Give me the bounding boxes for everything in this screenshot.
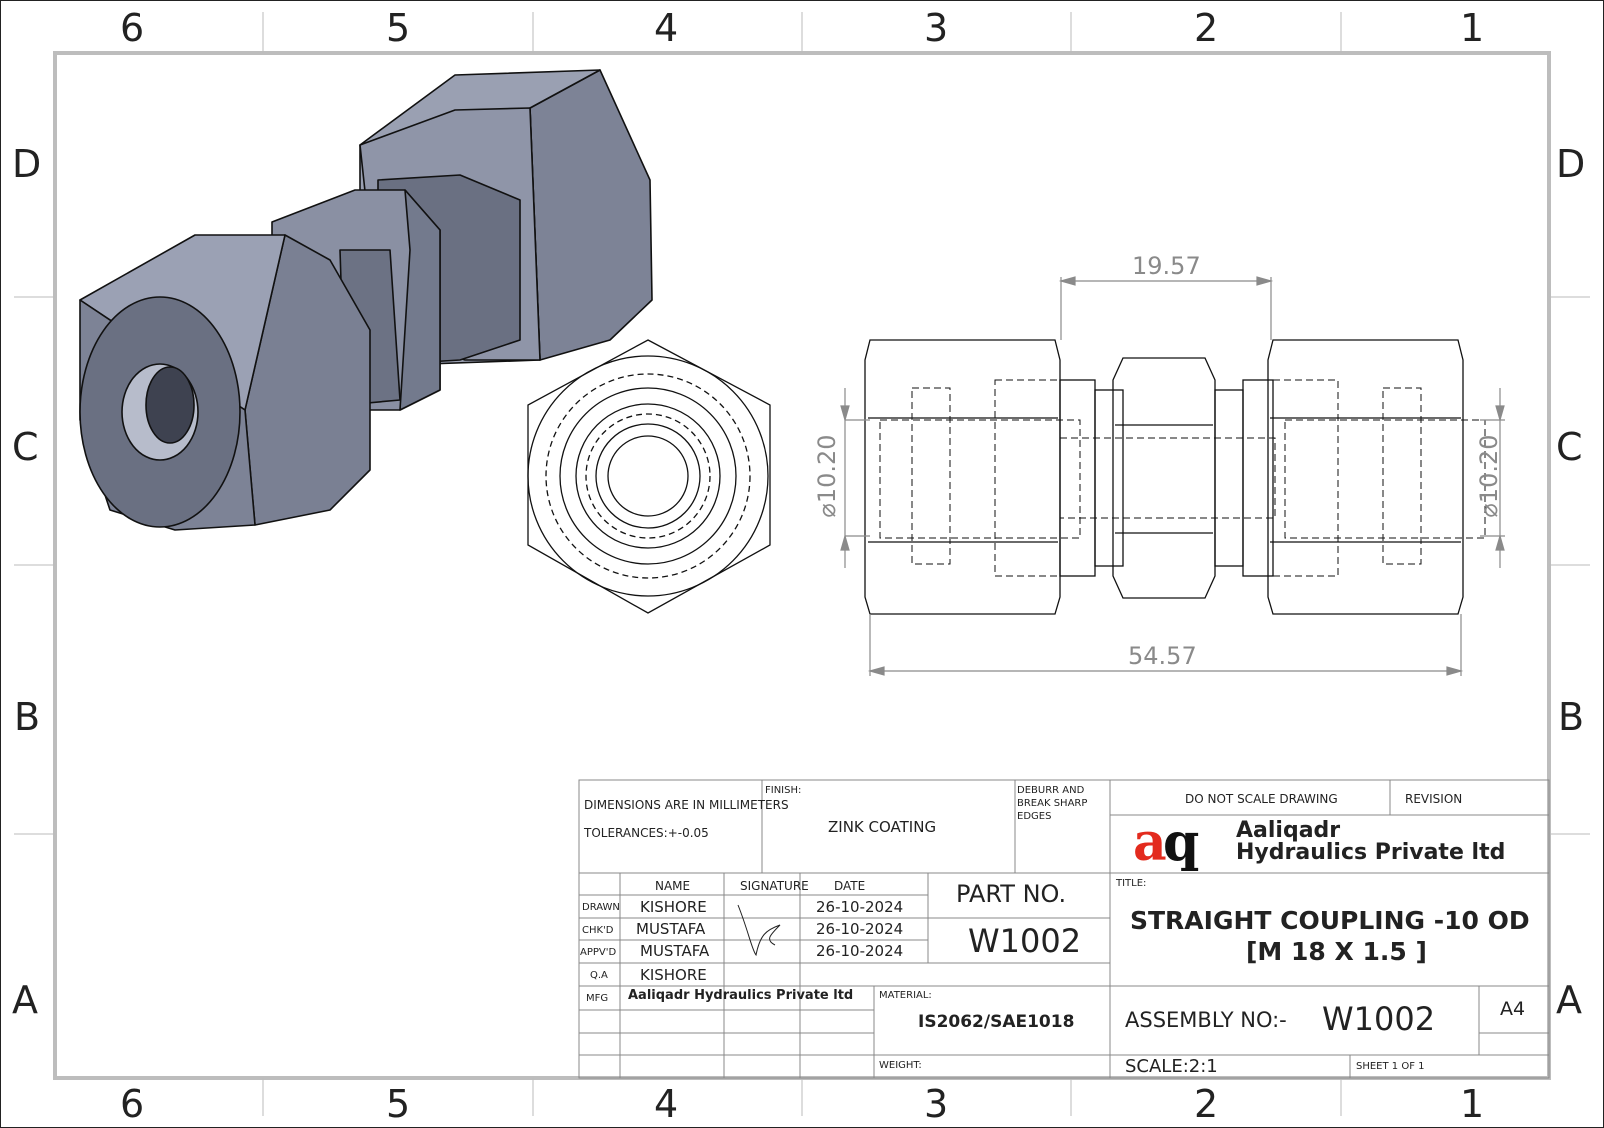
do-not-scale-note: DO NOT SCALE DRAWING [1185,792,1338,806]
zone-col-6-top: 6 [120,6,145,50]
sheet-size: A4 [1500,998,1526,1020]
deburr-line-3: EDGES [1017,811,1052,822]
dims-note: DIMENSIONS ARE IN MILLIMETERS [584,798,789,812]
dim-overall-length: 54.57 [1128,642,1197,670]
front-nut-bore-inner [145,366,195,444]
signature-mark [737,904,781,957]
row-name-qa: KISHORE [640,966,707,984]
mfg-label: MFG [586,993,609,1004]
row-date-approved: 26-10-2024 [816,942,904,960]
finish-value: ZINK COATING [828,818,937,836]
deburr-line-1: DEBURR AND [1017,785,1085,796]
company-name-line-2: Hydraulics Private ltd [1236,840,1506,865]
mfg-value: Aaliqadr Hydraulics Private ltd [628,988,854,1003]
row-role-approved: APPV'D [580,947,617,958]
zone-row-a-left: A [12,978,38,1022]
zone-row-d-right: D [1556,142,1586,186]
part-no-label: PART NO. [956,880,1067,908]
zone-col-5-top: 5 [386,6,411,50]
deburr-line-2: BREAK SHARP [1017,798,1088,809]
material-label: MATERIAL: [879,990,932,1001]
front-nut-side [244,234,371,526]
part-no-value: W1002 [968,922,1082,960]
company-logo: a q [1133,812,1199,873]
zone-col-1-bottom: 1 [1460,1082,1485,1126]
isometric-view [79,69,653,531]
dim-bore-right: ⌀10.20 [1475,434,1503,518]
dim-bore-left: ⌀10.20 [813,434,841,518]
zone-row-c-left: C [12,425,39,469]
rear-nut-side [529,69,653,361]
zone-row-b-left: B [14,695,41,739]
scale-label: SCALE:2:1 [1125,1056,1218,1077]
zone-col-3-top: 3 [924,6,949,50]
dim-width-between: 19.57 [1132,252,1201,280]
zone-col-3-bottom: 3 [924,1082,949,1126]
row-role-checked: CHK'D [582,925,614,936]
zone-row-b-right: B [1558,695,1585,739]
side-view [864,339,1486,615]
svg-text:q: q [1163,812,1199,873]
assembly-label: ASSEMBLY NO:- [1125,1008,1287,1032]
material-value: IS2062/SAE1018 [918,1012,1075,1032]
row-role-drawn: DRAWN [582,902,620,913]
dimension-lines [840,276,1505,676]
zone-col-2-top: 2 [1194,6,1219,50]
row-role-qa: Q.A [590,970,608,981]
row-name-drawn: KISHORE [640,898,707,916]
middle-hex-side [399,189,441,411]
zone-row-c-right: C [1556,425,1583,469]
zone-col-1-top: 1 [1460,6,1485,50]
title-label: TITLE: [1116,878,1147,889]
zone-col-2-bottom: 2 [1194,1082,1219,1126]
zone-ticks [14,12,1590,1116]
title-line-2: [M 18 X 1.5 ] [1246,937,1427,966]
svg-text:a: a [1133,812,1167,873]
row-date-drawn: 26-10-2024 [816,898,904,916]
assembly-value: W1002 [1322,1000,1436,1038]
header-date: DATE [834,879,866,893]
title-block-grid [578,779,1550,1079]
finish-label: FINISH: [765,785,802,796]
company-name-line-1: Aaliqadr [1236,818,1341,843]
zone-col-4-bottom: 4 [654,1082,679,1126]
title-line-1: STRAIGHT COUPLING -10 OD [1130,906,1530,935]
sheet-count: SHEET 1 OF 1 [1356,1061,1425,1072]
zone-row-d-left: D [12,142,42,186]
weight-label: WEIGHT: [879,1060,922,1071]
header-name: NAME [655,879,691,893]
tolerance-note: TOLERANCES:+-0.05 [584,826,709,840]
zone-col-4-top: 4 [654,6,679,50]
zone-col-6-bottom: 6 [120,1082,145,1126]
zone-col-5-bottom: 5 [386,1082,411,1126]
zone-row-a-right: A [1556,978,1582,1022]
row-name-checked: MUSTAFA [636,920,706,938]
row-date-checked: 26-10-2024 [816,920,904,938]
row-name-approved: MUSTAFA [640,942,710,960]
header-signature: SIGNATURE [740,879,809,893]
end-view [527,339,771,614]
revision-label: REVISION [1405,792,1463,806]
